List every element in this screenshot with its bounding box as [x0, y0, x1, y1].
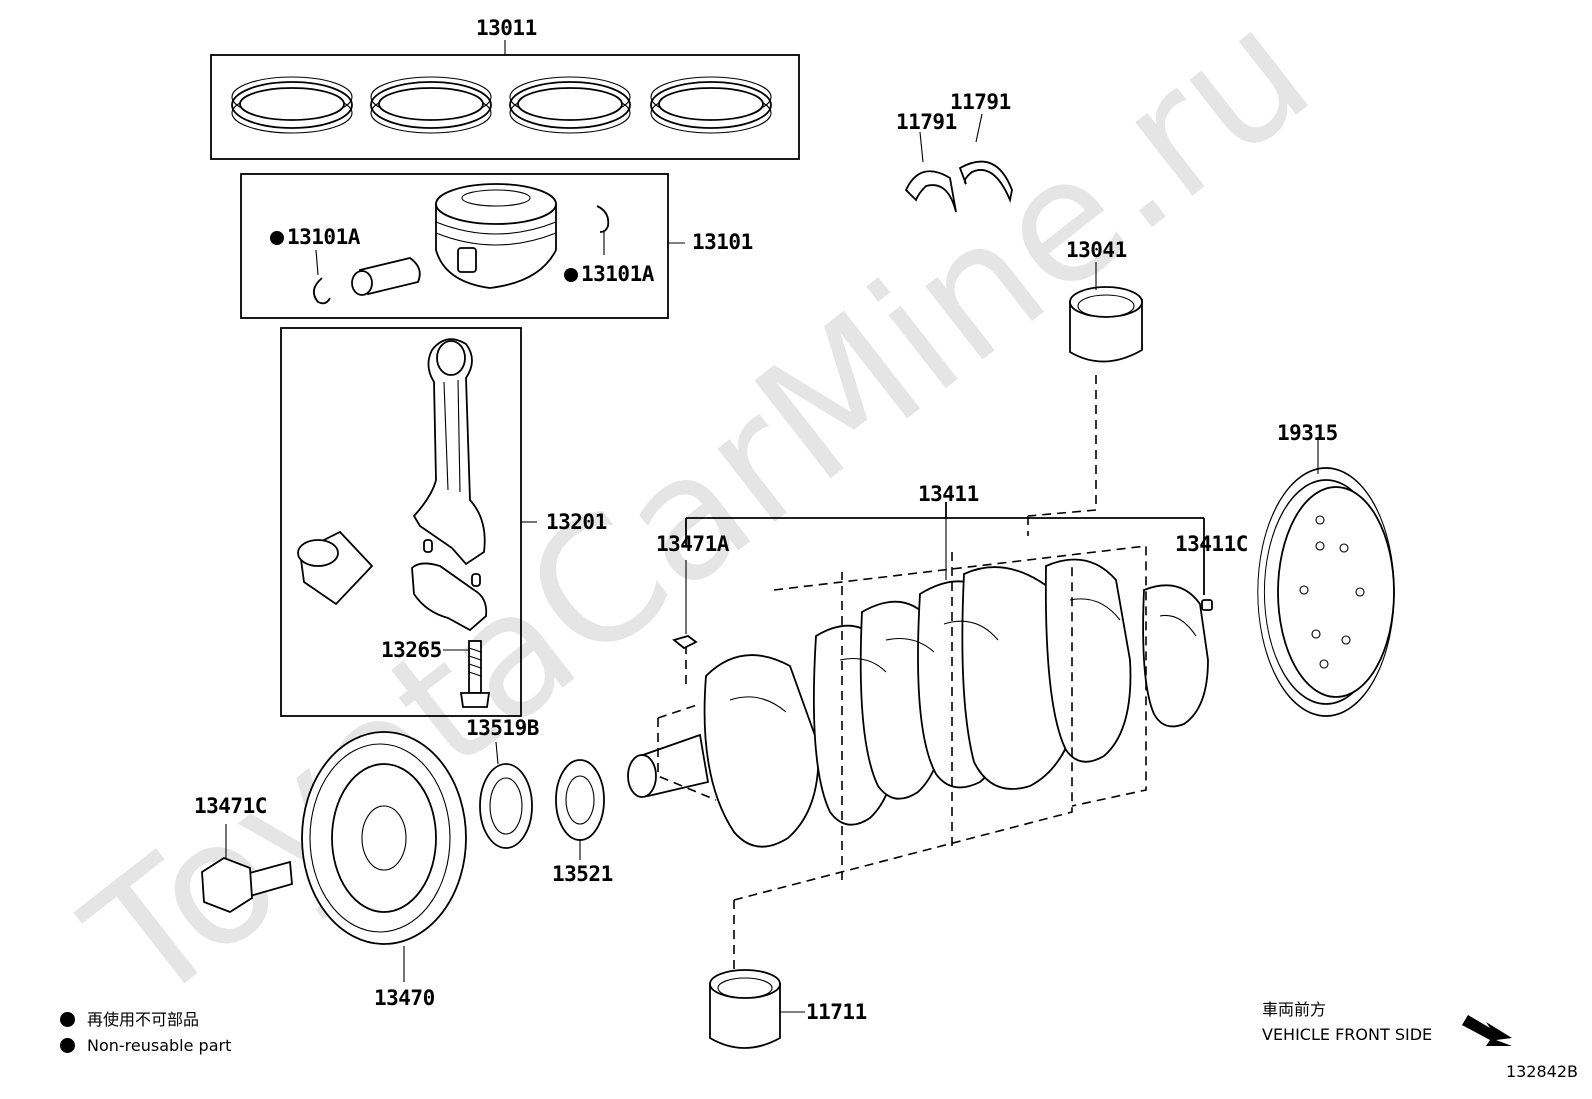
piston-icon: [435, 183, 557, 289]
assembly-lines: [657, 375, 1147, 972]
label-13041: 13041: [1066, 238, 1127, 262]
front-side-en: VEHICLE FRONT SIDE: [1262, 1025, 1433, 1044]
piston-assembly: [240, 173, 685, 319]
label-11791-a: 11791: [896, 110, 957, 134]
label-13470: 13470: [374, 986, 435, 1010]
legend-row-en: Non-reusable part: [60, 1038, 231, 1054]
piston-ring-set: [210, 40, 800, 160]
label-13101A-right: 13101A: [564, 264, 654, 285]
thrust-washer-left-icon: [904, 170, 957, 213]
non-reusable-marker-icon: [564, 268, 578, 282]
main-bearing-upper-icon: [1069, 262, 1143, 363]
sprocket-13519B-icon: [479, 741, 533, 849]
rod-cap-icon: [411, 539, 488, 632]
snap-ring-right-icon: [596, 205, 610, 233]
piston-ring-2-icon: [370, 76, 492, 134]
rod-bolt-icon: [459, 640, 491, 708]
connecting-rod-icon: [412, 338, 486, 566]
crank-timing-rotor-icon: [1257, 437, 1395, 717]
label-13101: 13101: [692, 230, 753, 254]
label-13411: 13411: [918, 482, 979, 506]
piston-ring-3-icon: [509, 76, 631, 134]
snap-ring-left-icon: [312, 277, 331, 305]
piston-ring-1-icon: [231, 76, 353, 134]
label-13471A: 13471A: [656, 532, 729, 556]
key-13471A-icon: [672, 560, 698, 650]
thrust-washer-right-icon: [958, 160, 1013, 204]
crank-pulley-icon: [301, 731, 467, 982]
sprocket-13521-icon: [555, 759, 605, 860]
label-11791-b: 11791: [950, 90, 1011, 114]
label-13265: 13265: [381, 638, 442, 662]
piston-pin-icon: [351, 257, 421, 296]
pulley-bolt-icon: [201, 824, 293, 914]
filled-circle-icon: [60, 1038, 75, 1053]
bracket-13411: [685, 502, 1205, 595]
diagram-code: 132842B: [1505, 1062, 1578, 1081]
connecting-rod-assembly: [280, 327, 537, 717]
piston-ring-4-icon: [650, 76, 772, 134]
label-13411C: 13411C: [1175, 532, 1248, 556]
main-bearing-lower-icon: [709, 969, 805, 1049]
non-reusable-marker-icon: [270, 231, 284, 245]
arrow-down-right-icon: [1462, 1015, 1512, 1046]
label-13521: 13521: [552, 862, 613, 886]
thrust-washers: [904, 113, 1013, 213]
label-13471C: 13471C: [194, 794, 267, 818]
crankshaft-icon: [627, 558, 1209, 848]
label-13101A-left: 13101A: [270, 227, 360, 248]
label-13011: 13011: [476, 16, 537, 40]
label-11711: 11711: [806, 1000, 867, 1024]
front-side-jp: 車両前方: [1262, 1000, 1327, 1019]
plug-13411C-icon: [1201, 599, 1213, 611]
label-13519B: 13519B: [466, 716, 539, 740]
rod-bearing-icon: [297, 530, 374, 606]
filled-circle-icon: [60, 1012, 75, 1027]
label-13201: 13201: [546, 510, 607, 534]
legend-row-jp: 再使用不可部品: [60, 1012, 199, 1028]
label-19315: 19315: [1277, 421, 1338, 445]
